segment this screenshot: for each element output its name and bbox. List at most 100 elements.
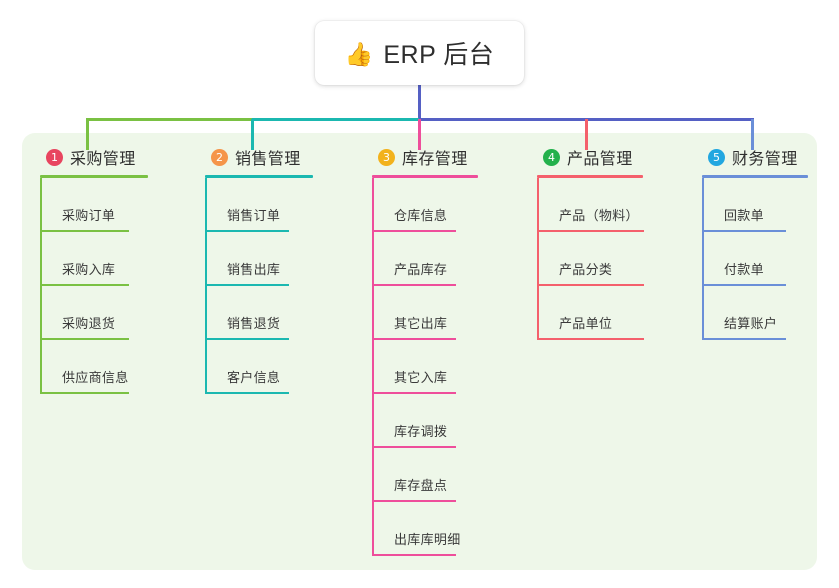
branch-item-rule	[206, 230, 289, 232]
thumbs-up-icon: 👍	[344, 40, 374, 67]
branch-title: 财务管理	[732, 151, 798, 168]
branch-title: 库存管理	[402, 151, 468, 168]
branch-item-label: 其它入库	[394, 370, 448, 385]
branch-item-rule	[538, 338, 644, 340]
branches-panel	[22, 133, 817, 570]
branch-stem	[372, 178, 374, 556]
branch-number-badge: 4	[543, 148, 560, 166]
branch-item[interactable]: 出库库明细	[372, 502, 478, 556]
branch-item[interactable]: 采购订单	[40, 178, 148, 232]
branch-item[interactable]: 客户信息	[205, 340, 313, 394]
branch-item[interactable]: 仓库信息	[372, 178, 478, 232]
branch-item[interactable]: 产品分类	[537, 232, 644, 286]
branch-number-badge: 2	[211, 148, 228, 166]
branch-item-rule	[373, 338, 456, 340]
branch-header-5[interactable]: 5 财务管理	[702, 145, 808, 169]
branch-stem	[702, 178, 704, 340]
branch-item-rule	[206, 392, 289, 394]
branch-item-rule	[373, 554, 456, 556]
branch-item-label: 仓库信息	[394, 208, 448, 223]
branch-item-label: 销售出库	[227, 262, 281, 277]
branch-item-label: 采购退货	[62, 316, 116, 331]
branch-title: 产品管理	[567, 151, 633, 168]
branch-item-rule	[538, 284, 644, 286]
branch-item[interactable]: 产品单位	[537, 286, 644, 340]
branch-item[interactable]: 库存调拨	[372, 394, 478, 448]
branch-item-rule	[373, 284, 456, 286]
branch-number-badge: 1	[46, 148, 63, 166]
branch-number-badge: 3	[378, 148, 395, 166]
branch-header-rule	[702, 175, 808, 178]
branch-stem	[40, 178, 42, 394]
branch-item-list: 仓库信息产品库存其它出库其它入库库存调拨库存盘点出库库明细	[372, 178, 478, 556]
branch-title: 采购管理	[70, 151, 136, 168]
branch-item-label: 产品单位	[559, 316, 613, 331]
branch-item-rule	[373, 446, 456, 448]
branch-item-list: 采购订单采购入库采购退货供应商信息	[40, 178, 148, 394]
branch-item-rule	[206, 284, 289, 286]
branch-column-1: 1 采购管理采购订单采购入库采购退货供应商信息	[40, 145, 148, 394]
branch-item-label: 付款单	[724, 262, 764, 277]
branch-title: 销售管理	[235, 151, 301, 168]
branch-item[interactable]: 产品库存	[372, 232, 478, 286]
branch-item-label: 产品库存	[394, 262, 448, 277]
branch-header-3[interactable]: 3 库存管理	[372, 145, 478, 169]
branch-item[interactable]: 付款单	[702, 232, 808, 286]
branch-item-rule	[206, 338, 289, 340]
branch-column-2: 2 销售管理销售订单销售出库销售退货客户信息	[205, 145, 313, 394]
branch-item[interactable]: 销售出库	[205, 232, 313, 286]
branch-item-label: 供应商信息	[62, 370, 129, 385]
branch-item[interactable]: 采购退货	[40, 286, 148, 340]
branch-item-list: 销售订单销售出库销售退货客户信息	[205, 178, 313, 394]
branch-item[interactable]: 回款单	[702, 178, 808, 232]
branch-stem	[205, 178, 207, 394]
branch-item-rule	[373, 230, 456, 232]
branch-item-rule	[41, 284, 129, 286]
branch-item[interactable]: 其它出库	[372, 286, 478, 340]
branch-item[interactable]: 库存盘点	[372, 448, 478, 502]
branch-item[interactable]: 其它入库	[372, 340, 478, 394]
branch-item-label: 回款单	[724, 208, 764, 223]
root-node[interactable]: 👍 ERP 后台	[315, 21, 524, 85]
branch-item-label: 库存盘点	[394, 478, 448, 493]
branch-item-label: 采购入库	[62, 262, 116, 277]
root-title: ERP 后台	[383, 41, 495, 69]
branch-item-rule	[373, 500, 456, 502]
branch-stem	[537, 178, 539, 340]
branch-item-rule	[703, 230, 786, 232]
branch-item-rule	[41, 230, 129, 232]
branch-item-label: 其它出库	[394, 316, 448, 331]
branch-item-list: 回款单付款单结算账户	[702, 178, 808, 340]
branch-number-badge: 5	[708, 148, 725, 166]
branch-item[interactable]: 销售退货	[205, 286, 313, 340]
branch-item-label: 出库库明细	[394, 532, 461, 547]
branch-column-4: 4 产品管理产品（物料） 产品分类产品单位	[537, 145, 644, 340]
branch-item-rule	[703, 338, 786, 340]
branch-item-label: 销售退货	[227, 316, 281, 331]
branch-item-rule	[41, 392, 129, 394]
branch-item[interactable]: 采购入库	[40, 232, 148, 286]
branch-column-3: 3 库存管理仓库信息产品库存其它出库其它入库库存调拨库存盘点出库库明细	[372, 145, 478, 556]
branch-item-label: 产品分类	[559, 262, 613, 277]
branch-item[interactable]: 产品（物料）	[537, 178, 644, 232]
branch-header-rule	[537, 175, 643, 178]
branch-item-rule	[373, 392, 456, 394]
branch-item-rule	[703, 284, 786, 286]
branch-item-label: 采购订单	[62, 208, 116, 223]
branch-item-label: 结算账户	[724, 316, 778, 331]
branch-header-rule	[40, 175, 148, 178]
branch-item[interactable]: 结算账户	[702, 286, 808, 340]
branch-item[interactable]: 供应商信息	[40, 340, 148, 394]
branch-item-label: 产品（物料）	[559, 208, 639, 223]
branch-header-1[interactable]: 1 采购管理	[40, 145, 148, 169]
branch-header-4[interactable]: 4 产品管理	[537, 145, 643, 169]
branch-header-rule	[372, 175, 478, 178]
branch-item-label: 库存调拨	[394, 424, 448, 439]
branch-column-5: 5 财务管理回款单付款单结算账户	[702, 145, 808, 340]
branch-header-2[interactable]: 2 销售管理	[205, 145, 313, 169]
branch-item-rule	[538, 230, 644, 232]
branch-item-label: 客户信息	[227, 370, 281, 385]
branch-item[interactable]: 销售订单	[205, 178, 313, 232]
root-node-content: 👍 ERP 后台	[345, 35, 495, 71]
